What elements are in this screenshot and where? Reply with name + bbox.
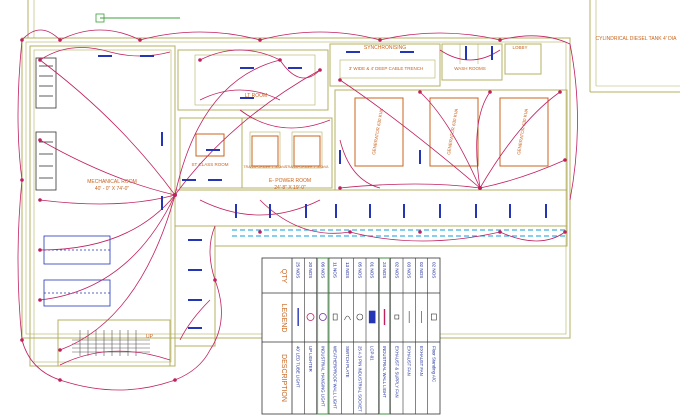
legend-qty-cell: 11 NOS bbox=[333, 262, 338, 278]
label-diesel-tank: CYLINDRICAL DIESEL TANK 4' DIA bbox=[596, 36, 678, 42]
label-mechanical-room: MECHANICAL ROOM bbox=[87, 179, 137, 185]
label-transformer-1: TRANSFORMER 1 500kVA bbox=[244, 165, 288, 169]
label-transformer-2: TRANSFORMER 2 500kVA bbox=[286, 165, 330, 169]
legend-description-cell: SWITCH PLATE bbox=[345, 346, 350, 378]
legend-description-cell: UP LIGHTER bbox=[308, 346, 313, 372]
label-lobby: LOBBY bbox=[512, 45, 527, 50]
legend-table: 25 NOS 40' LED TUBE LIGHT 20 NOS UP LIGHTER… bbox=[261, 257, 441, 415]
mechanical-equipment bbox=[35, 57, 57, 191]
legend-description-cell: EXHAUST FAN bbox=[407, 346, 412, 376]
legend-header-qty: QTY bbox=[280, 269, 287, 284]
chillers bbox=[43, 235, 111, 307]
legend-qty-cell: 25 NOS bbox=[296, 262, 301, 278]
legend-qty-cell: 05 NOS bbox=[357, 262, 362, 278]
legend-description-cell: WEATHERPROOF WALL LIGHT bbox=[333, 346, 338, 409]
label-power-room: E- POWER ROOM bbox=[269, 178, 311, 184]
legend-qty-cell: 06 NOS bbox=[320, 262, 325, 278]
legend-qty-cell: 02 NOS bbox=[431, 262, 436, 278]
legend-description-cell: INDUSTRIAL WALL LIGHT bbox=[382, 346, 387, 398]
label-lt-room: LT ROOM bbox=[245, 93, 267, 99]
label-generator-2: GENERATOR 630 KVA bbox=[446, 108, 459, 155]
legend-description-cell: INDUSTRIAL HANGING LIGHT bbox=[320, 346, 325, 407]
label-up: UP bbox=[146, 334, 154, 340]
wiring-points bbox=[20, 38, 567, 382]
legend-qty-cell: 13 NOS bbox=[345, 262, 350, 278]
label-synchronising: SYNCHRONISING bbox=[364, 45, 406, 51]
legend-qty-cell: 03 NOS bbox=[407, 262, 412, 278]
cable-trench bbox=[232, 229, 565, 237]
label-wash-rooms: WASH ROOMS bbox=[454, 66, 486, 71]
label-power-room-size: 24'-8" X 19'-0" bbox=[274, 185, 306, 191]
label-generator-3: GENERATOR 630 KVA bbox=[516, 108, 529, 155]
legend-qty-cell: 02 NOS bbox=[419, 262, 424, 278]
light-fixtures bbox=[98, 46, 547, 329]
label-cable-trench: 3' WIDE & 4' DEEP CABLE TRENCH bbox=[349, 66, 424, 71]
legend-symbol-icon bbox=[431, 313, 437, 321]
legend-qty-cell: 20 NOS bbox=[308, 262, 313, 278]
generators bbox=[195, 97, 549, 167]
label-generator-1: GENERATOR 630 KVA bbox=[371, 108, 384, 155]
legend-header-description: DESCRIPTION bbox=[280, 354, 287, 402]
label-st-class-room: ST CLASS ROOM bbox=[192, 162, 229, 167]
legend-symbol-icon bbox=[318, 313, 327, 321]
legend-symbol-icon bbox=[332, 313, 338, 321]
legend-qty-cell: 02 NOS bbox=[394, 262, 399, 278]
wiring-circuits bbox=[17, 29, 578, 391]
legend-symbol-icon bbox=[344, 315, 351, 321]
legend-qty-cell: 01 NOS bbox=[370, 262, 375, 278]
legend-qty-cell: 24 NOS bbox=[382, 262, 387, 278]
legend-description-cell: 25 A 3 PIN INDUSTRIAL SOCKET bbox=[357, 346, 362, 412]
legend-symbol-icon bbox=[356, 313, 364, 321]
legend-symbol-icon bbox=[394, 314, 400, 320]
label-mechanical-size: 40' - 0" X 74'-0" bbox=[95, 186, 130, 192]
legend-description-cell: Floor Standing A/C bbox=[431, 346, 436, 382]
legend-description-cell: EXHAUST & SUPPLY FAN bbox=[394, 346, 399, 398]
legend-symbol-icon bbox=[306, 313, 315, 321]
legend-description-cell: 40' LED TUBE LIGHT bbox=[296, 346, 301, 388]
legend-symbol-icon bbox=[368, 310, 376, 324]
legend-description-cell: LCP-01 bbox=[370, 346, 375, 361]
legend-header-legend: LEGEND bbox=[280, 304, 287, 333]
legend-description-cell: EXHAUST FAN bbox=[419, 346, 424, 376]
